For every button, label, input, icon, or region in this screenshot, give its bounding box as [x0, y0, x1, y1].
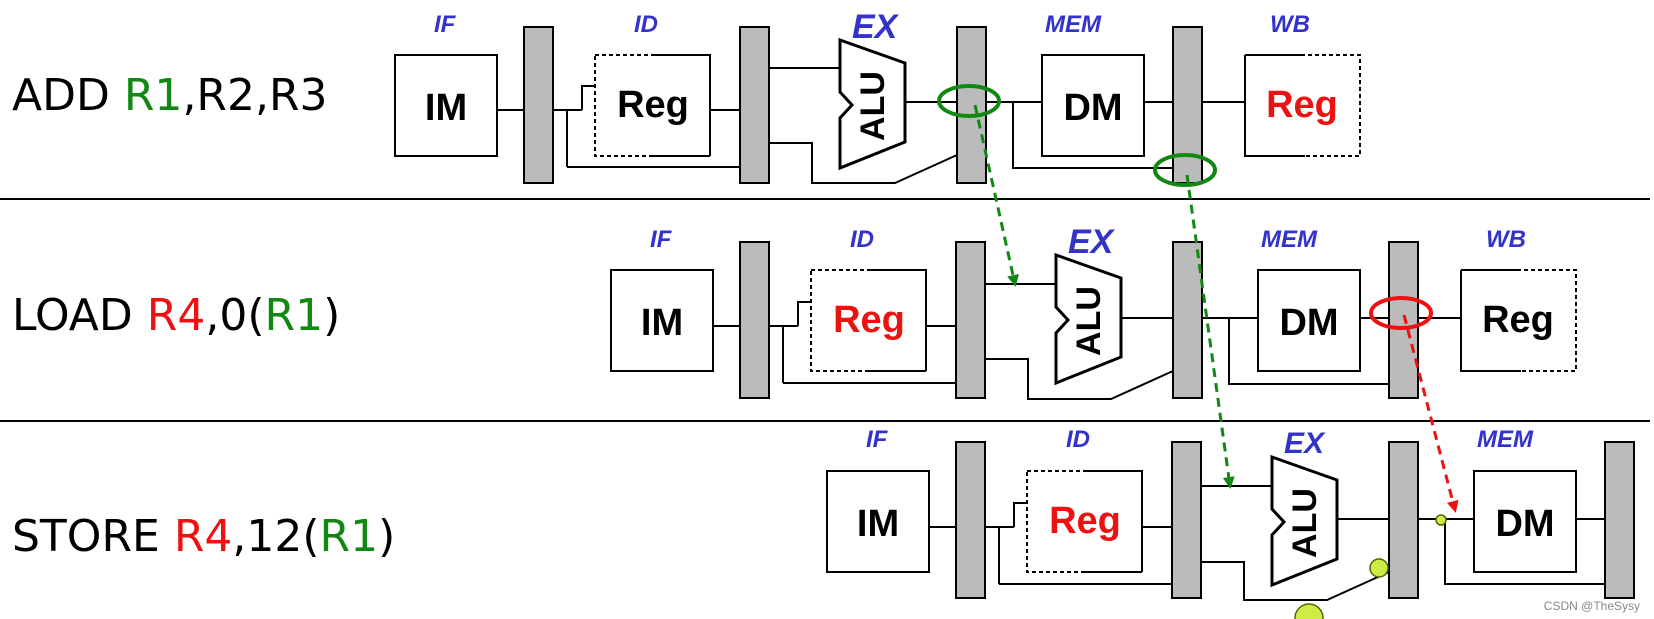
pipeline-row-add: ADD R1,R2,R3 IF ID EX MEM WB IM Reg ALU [12, 8, 1361, 184]
im-label: IM [641, 302, 683, 344]
forward-source-ellipse [1153, 153, 1217, 187]
alu-shape [1270, 454, 1339, 588]
pipeline-register-mem-wb [1604, 441, 1635, 599]
reg-read-label: Reg [833, 299, 905, 341]
forwarding-paths [937, 84, 1459, 513]
stage-label-id: ID [850, 226, 874, 253]
forward-arrow-mem-wb-to-mem [1402, 314, 1459, 513]
stage-label-if: IF [866, 426, 889, 453]
register-file-read-box [1026, 470, 1143, 573]
stage-label-mem: MEM [1045, 11, 1102, 38]
instruction-store: STORE R4,12(R1) [12, 511, 395, 562]
pipeline-register-id-ex [1171, 441, 1202, 599]
pipeline-register-id-ex [739, 26, 770, 184]
instruction-add: ADD R1,R2,R3 [12, 70, 328, 121]
alu-shape [838, 37, 907, 171]
stage-label-mem: MEM [1261, 226, 1318, 253]
pipeline-register-mem-wb [1388, 241, 1419, 399]
stage-label-wb: WB [1486, 226, 1526, 253]
pipeline-register-if-id [955, 441, 986, 599]
pipeline-register-id-ex [955, 241, 986, 399]
reg-write-label: Reg [1266, 84, 1338, 126]
data-memory-box [1473, 470, 1577, 573]
instruction-memory-box [394, 54, 498, 157]
forward-arrow-ex-mem-to-ex [973, 104, 1019, 287]
reg-read-label: Reg [1049, 500, 1121, 542]
dm-label: DM [1063, 87, 1122, 129]
reg-read-label: Reg [617, 84, 689, 126]
stage-label-id: ID [634, 11, 658, 38]
stage-label-id: ID [1066, 426, 1090, 453]
pipeline-register-ex-mem [1388, 441, 1419, 599]
alu-shape [1054, 252, 1123, 386]
pipeline-register-if-id [739, 241, 770, 399]
reg-write-label: Reg [1482, 299, 1554, 341]
instruction-load: LOAD R4,0(R1) [12, 290, 340, 341]
pipeline-row-load: LOAD R4,0(R1) IF ID EX MEM WB IM Reg ALU… [12, 223, 1577, 400]
forward-arrow-mem-wb-to-ex [1185, 174, 1235, 489]
watermark: CSDN @TheSysy [1544, 599, 1640, 613]
forward-source-ellipse [937, 84, 1001, 118]
pipeline-register-mem-wb [1172, 26, 1203, 184]
stage-label-wb: WB [1270, 11, 1310, 38]
stage-label-ex: EX [1068, 223, 1116, 261]
stage-label-ex: EX [852, 8, 900, 46]
forwarding-mux-dot [1294, 603, 1324, 619]
im-label: IM [857, 503, 899, 545]
pipeline-row-store: STORE R4,12(R1) IF ID EX MEM IM Reg ALU … [12, 426, 1635, 619]
register-file-read-box [594, 54, 711, 157]
forwarding-mux-dot [1369, 558, 1389, 578]
im-label: IM [425, 87, 467, 129]
pipeline-register-if-id [523, 26, 554, 184]
alu-label: ALU [854, 71, 892, 141]
instruction-memory-box [610, 269, 714, 372]
pipeline-register-ex-mem [1172, 241, 1203, 399]
forwarding-mux-dot [1435, 514, 1447, 526]
dm-label: DM [1279, 302, 1338, 344]
stage-label-if: IF [434, 11, 457, 38]
instruction-memory-box [826, 470, 930, 573]
data-memory-box [1041, 54, 1145, 157]
pipeline-register-ex-mem [956, 26, 987, 184]
data-memory-box [1257, 269, 1361, 372]
stage-label-mem: MEM [1477, 426, 1534, 453]
dm-label: DM [1495, 503, 1554, 545]
stage-label-ex: EX [1284, 427, 1326, 460]
forward-source-ellipse [1369, 296, 1433, 330]
stage-label-if: IF [650, 226, 673, 253]
alu-label: ALU [1070, 286, 1108, 356]
alu-label: ALU [1286, 488, 1324, 558]
register-file-write-box [1244, 54, 1361, 157]
